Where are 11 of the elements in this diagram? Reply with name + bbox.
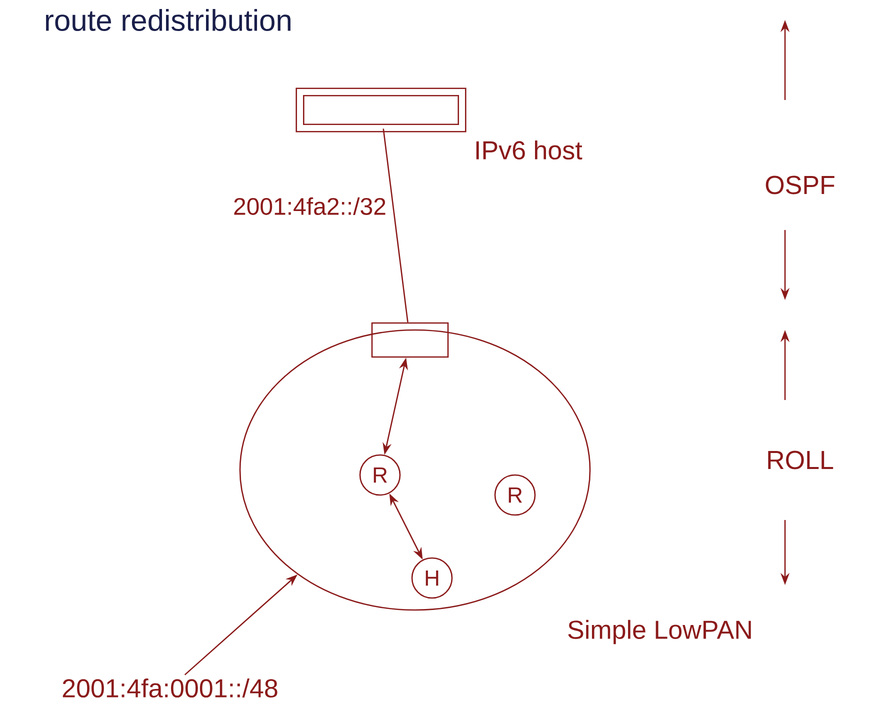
host-box — [296, 88, 466, 132]
gateway-box — [371, 322, 449, 358]
network-ellipse — [239, 329, 591, 611]
node-caption: IPv6 host — [476, 140, 582, 160]
edge-label: 2001:4fa2::/32 — [234, 197, 386, 215]
protocol-label: Simple LowPAN — [568, 620, 751, 644]
protocol-label: ROLL — [768, 450, 834, 470]
title: route redistribution — [46, 8, 290, 32]
prefix-text: 2001:4fa:0001::/48 — [62, 678, 278, 698]
protocol-label: OSPF — [766, 176, 834, 194]
connector-line — [382, 128, 408, 322]
